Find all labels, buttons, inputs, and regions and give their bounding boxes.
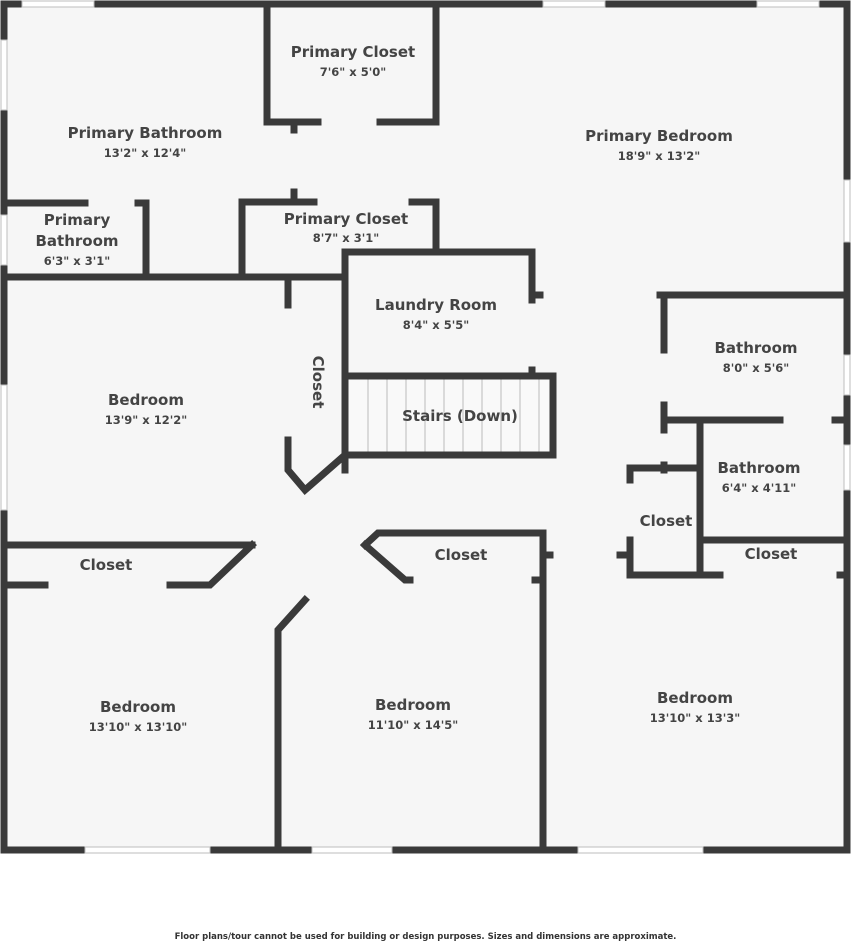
room-dims: 8'4" x 5'5" [403, 318, 469, 332]
room-name: Bedroom [375, 696, 451, 714]
room-dims: 6'3" x 3'1" [44, 254, 110, 268]
room-name: Bedroom [108, 391, 184, 409]
room-name: Bathroom [717, 459, 800, 477]
stairs [345, 376, 553, 455]
room-dims: 13'10" x 13'3" [650, 711, 740, 725]
room-name: Primary Closet [284, 210, 408, 228]
room-dims: 8'7" x 3'1" [313, 231, 379, 245]
room-name: Primary Bathroom [68, 124, 223, 142]
disclaimer-text: Floor plans/tour cannot be used for buil… [174, 932, 677, 942]
windows [0, 0, 851, 854]
room-name: Closet [80, 556, 133, 574]
room-name: Bathroom [35, 232, 118, 250]
room-dims: 13'2" x 12'4" [104, 146, 186, 160]
room-dims: 11'10" x 14'5" [368, 718, 458, 732]
room-dims: 13'10" x 13'10" [89, 720, 187, 734]
room-dims: 6'4" x 4'11" [722, 481, 796, 495]
room-name: Primary [44, 211, 111, 229]
room-name: Primary Closet [291, 43, 415, 61]
room-name: Bedroom [657, 689, 733, 707]
room-name: Closet [745, 545, 798, 563]
room-name: Closet [640, 512, 693, 530]
room-name: Bathroom [714, 339, 797, 357]
room-dims: 8'0" x 5'6" [723, 361, 789, 375]
room-name: Stairs (Down) [402, 407, 518, 425]
room-labels: Primary Closet 7'6" x 5'0" Primary Bathr… [35, 43, 800, 734]
room-name: Bedroom [100, 698, 176, 716]
walls [0, 0, 851, 854]
room-name: Closet [435, 546, 488, 564]
room-dims: 7'6" x 5'0" [320, 65, 386, 79]
room-dims: 18'9" x 13'2" [618, 149, 700, 163]
room-name: Laundry Room [375, 296, 497, 314]
room-dims: 13'9" x 12'2" [105, 413, 187, 427]
room-name: Primary Bedroom [585, 127, 733, 145]
room-name: Closet [309, 356, 327, 409]
